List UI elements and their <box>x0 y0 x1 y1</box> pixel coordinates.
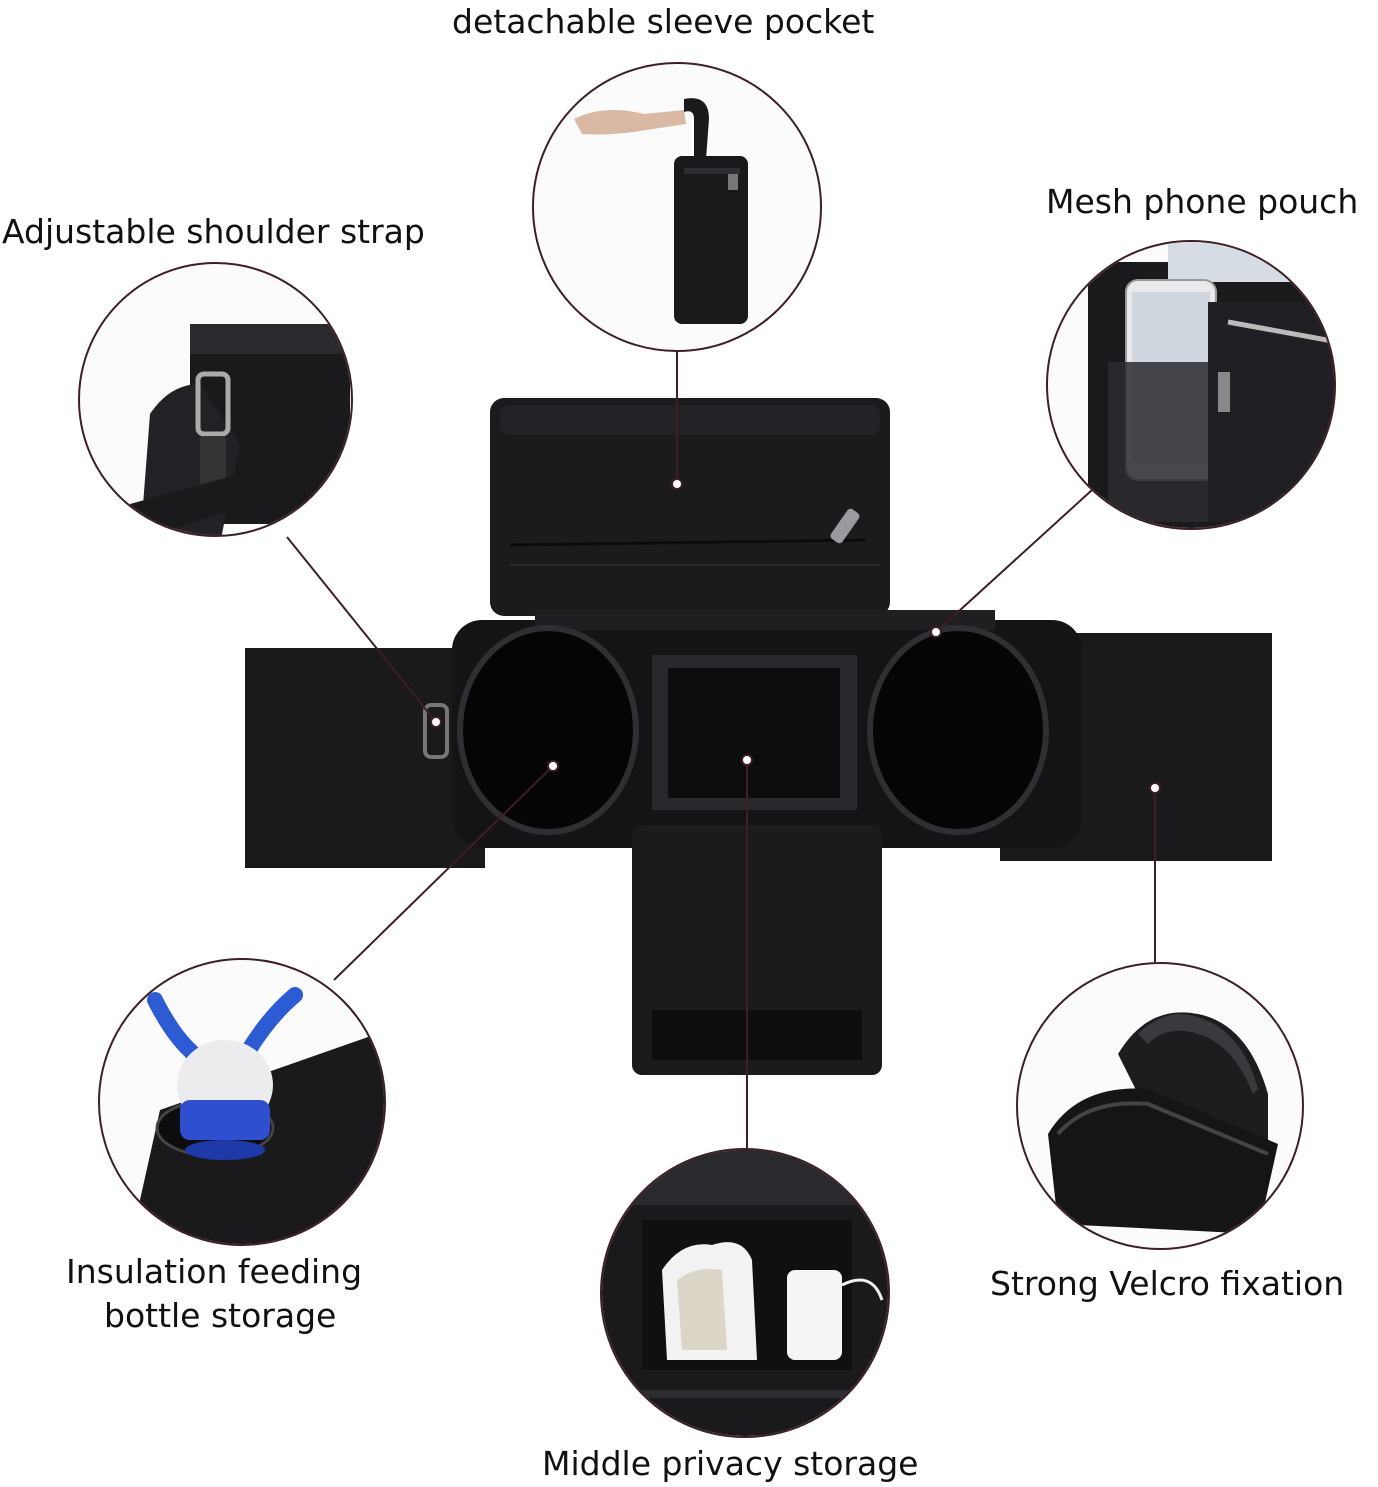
dot-insulation <box>547 760 559 772</box>
label-insulation-line1: Insulation feeding <box>66 1252 363 1291</box>
dot-middle <box>741 754 753 766</box>
detail-circle-sleeve-pocket <box>532 62 822 352</box>
sleeve-pocket-illustration <box>574 98 748 324</box>
detail-circle-insulation <box>98 958 386 1246</box>
label-detachable-sleeve-pocket: detachable sleeve pocket <box>452 2 875 41</box>
label-adjustable-shoulder-strap: Adjustable shoulder strap <box>2 212 425 251</box>
dot-sleeve <box>671 478 683 490</box>
detail-circle-velcro <box>1016 962 1304 1250</box>
dot-mesh <box>930 626 942 638</box>
dot-velcro <box>1149 782 1161 794</box>
label-middle-privacy-storage: Middle privacy storage <box>542 1444 919 1483</box>
leader-line-strap <box>286 536 437 723</box>
dot-strap <box>430 716 442 728</box>
leader-line-mesh <box>935 489 1093 633</box>
label-mesh-phone-pouch: Mesh phone pouch <box>1046 182 1359 221</box>
label-strong-velcro-fixation: Strong Velcro fixation <box>990 1264 1345 1303</box>
velcro-illustration <box>1048 1012 1278 1234</box>
label-insulation-line2: bottle storage <box>104 1296 337 1335</box>
detail-circle-shoulder-strap <box>78 262 353 537</box>
insulation-illustration <box>140 987 384 1244</box>
leader-line-insulation <box>333 765 554 981</box>
